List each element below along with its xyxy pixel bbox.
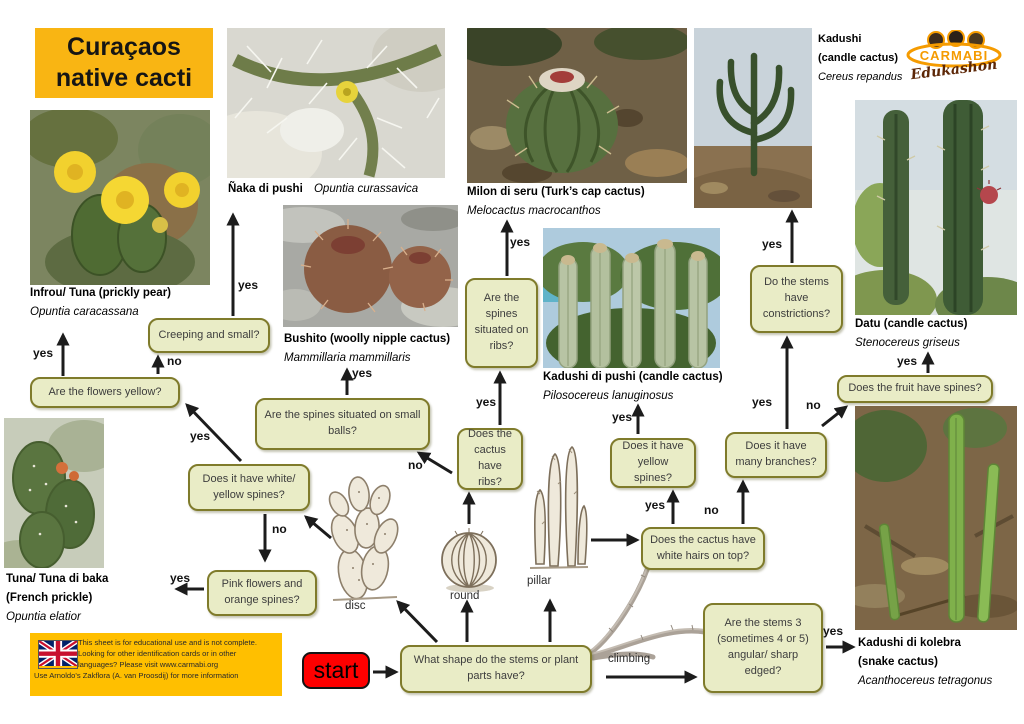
carmabi-logo: CARMABI Edukashon [900,29,1004,92]
photo-bushito [283,205,458,327]
info-line-3: languages? Please visit www.carmabi.org [78,660,219,669]
label-no: no [704,503,719,517]
svg-text:CARMABI: CARMABI [920,48,988,63]
q-pink-flowers-orange-spines: Pink flowers and orange spines? [207,570,317,616]
photo-milon-di-seru [467,28,687,183]
q-flowers-yellow: Are the flowers yellow? [30,377,180,408]
q-creeping-and-small: Creeping and small? [148,318,270,353]
label-yes: yes [510,235,531,249]
photo-kadushi [694,28,812,208]
label-yes: yes [476,395,497,409]
label-yes: yes [752,395,773,409]
q-cactus-have-ribs: Does the cactus have ribs? [457,428,523,490]
info-line-1: This sheet is for educational use and is… [78,638,257,647]
shape-label-disc: disc [345,600,366,612]
q-white-yellow-spines: Does it have white/ yellow spines? [188,464,310,511]
arrow-manybranches-no [821,405,849,428]
info-box: This sheet is for educational use and is… [30,633,282,696]
photo-naka-di-pushi [227,28,445,178]
label-yes: yes [645,498,666,512]
caption-kolebra: Kadushi di kolebra (snake cactus) Acanth… [858,637,993,687]
caption-bushito: Bushito (woolly nipple cactus) Mammillar… [284,333,451,364]
label-no: no [806,398,821,412]
sketch-pillar-shape [528,444,590,574]
q-spines-on-ribs: Are the spines situated on ribs? [465,278,538,368]
q-white-hairs-on-top: Does the cactus have white hairs on top? [641,527,765,570]
label-no: no [272,522,287,536]
start-button: start [302,652,370,689]
photo-infrou-tuna [30,110,210,285]
info-line-2: Looking for other identification cards o… [78,649,237,658]
q-fruit-spines: Does the fruit have spines? [837,375,993,403]
label-yes: yes [897,354,918,368]
q-many-branches: Does it have many branches? [725,432,827,478]
sketch-round-shape [436,526,502,594]
carmabi-logo-icon: CARMABI [906,29,1002,68]
q-spines-small-balls: Are the spines situated on small balls? [255,398,430,450]
caption-tuna: Tuna/ Tuna di baka (French prickle) Opun… [6,573,109,623]
caption-infrou: Infrou/ Tuna (prickly pear) Opuntia cara… [30,287,171,318]
shape-label-pillar: pillar [527,575,552,587]
caption-milon: Milon di seru (Turk’s cap cactus) Meloca… [467,186,645,217]
arrow-shape-to-disc [396,600,439,644]
photo-kadushi-di-kolebra [855,406,1017,630]
arrow-haveribs-no [416,451,453,475]
sheet-title: Curaçaos native cacti [35,28,213,98]
caption-kadushi-di-pushi: Kadushi di pushi (candle cactus) Pilosoc… [543,371,723,402]
info-line-4: Use Arnoldo's Zakflora (A. van Proosdij)… [34,671,239,680]
label-no: no [408,458,423,472]
title-line2: native cacti [55,64,193,92]
photo-kadushi-di-pushi [543,228,720,368]
caption-kadushi: Kadushi (candle cactus) Cereus repandus [818,33,903,83]
label-yes: yes [762,237,783,251]
label-yes: yes [612,410,633,424]
photo-datu [855,100,1017,315]
q-stem-constrictions: Do the stems have constrictions? [750,265,843,333]
uk-flag-icon [37,638,79,669]
photo-tuna-di-baka [4,418,104,568]
caption-datu: Datu (candle cactus) Stenocereus griseus [855,318,968,349]
shape-label-round: round [450,590,480,602]
label-no: no [167,354,182,368]
shape-label-climbing: climbing [608,653,651,665]
label-yes: yes [170,571,191,585]
label-yes: yes [33,346,54,360]
label-yes: yes [190,429,211,443]
caption-naka: Ñaka di pushi Opuntia curassavica [228,183,419,195]
sketch-disc-shape [325,468,405,606]
label-yes: yes [823,624,844,638]
label-yes: yes [352,366,373,380]
q-yellow-spines: Does it have yellow spines? [610,438,696,488]
title-line1: Curaçaos [67,33,181,61]
q-stems-angular: Are the stems 3 (sometimes 4 or 5) angul… [703,603,823,693]
q-stem-shape: What shape do the stems or plant parts h… [400,645,592,693]
label-yes: yes [238,278,259,292]
